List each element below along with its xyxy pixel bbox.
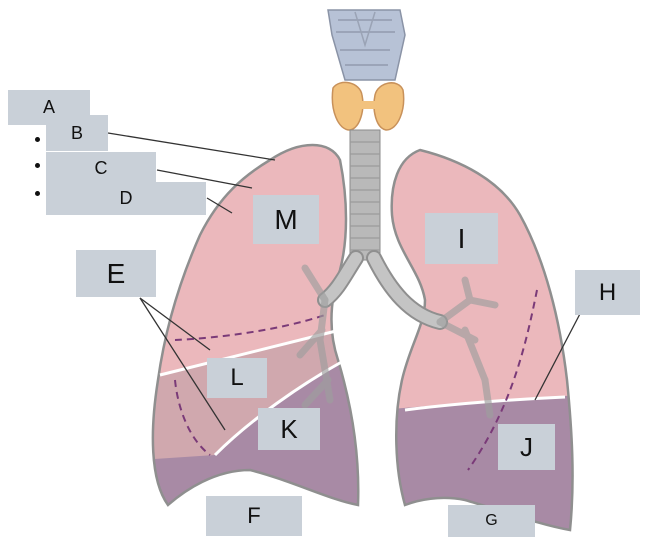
list-bullet	[35, 191, 40, 196]
label-f[interactable]: F	[206, 496, 302, 536]
label-l[interactable]: L	[207, 358, 267, 398]
label-c[interactable]: C	[46, 152, 156, 185]
list-bullet	[35, 163, 40, 168]
label-m[interactable]: M	[253, 195, 319, 244]
label-i[interactable]: I	[425, 213, 498, 264]
label-g[interactable]: G	[448, 505, 535, 537]
label-d[interactable]: D	[46, 182, 206, 215]
label-h[interactable]: H	[575, 270, 640, 315]
thyroid-gland	[331, 81, 405, 131]
label-e[interactable]: E	[76, 250, 156, 297]
list-bullet	[35, 137, 40, 142]
left-lung	[390, 148, 574, 532]
bronchi	[296, 250, 499, 419]
label-b[interactable]: B	[46, 115, 108, 151]
leader-lines	[107, 132, 583, 431]
larynx	[327, 9, 406, 81]
label-j[interactable]: J	[498, 424, 555, 470]
trachea	[349, 129, 381, 261]
label-k[interactable]: K	[258, 408, 320, 450]
